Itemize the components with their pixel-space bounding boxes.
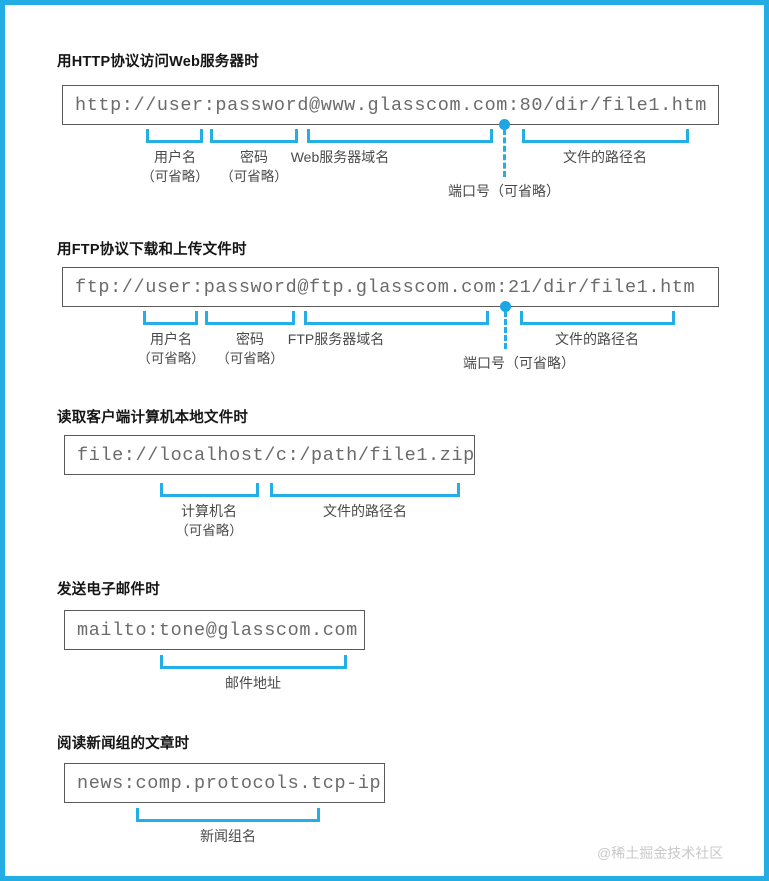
caption-label: 用户名 bbox=[150, 331, 192, 347]
bracket-http-username bbox=[146, 129, 203, 143]
caption-label: 密码 bbox=[236, 331, 264, 347]
caption-note: （可省略） bbox=[141, 169, 209, 184]
port-dot-ftp bbox=[500, 301, 511, 312]
caption-label: 用户名 bbox=[154, 149, 196, 165]
caption-label: 新闻组名 bbox=[200, 828, 256, 844]
port-dot-http bbox=[499, 119, 510, 130]
caption-http-password: 密码 （可省略） bbox=[194, 147, 314, 187]
caption-ftp-path: 文件的路径名 bbox=[527, 329, 667, 349]
bracket-http-password bbox=[210, 129, 298, 143]
caption-label: 邮件地址 bbox=[225, 675, 281, 691]
url-box-mailto[interactable]: mailto:tone@glasscom.com bbox=[64, 610, 365, 650]
url-text-ftp: ftp://user:password@ftp.glasscom.com:21/… bbox=[75, 276, 696, 298]
url-box-http[interactable]: http://user:password@www.glasscom.com:80… bbox=[62, 85, 719, 125]
bracket-ftp-path bbox=[520, 311, 675, 325]
caption-news-groupname: 新闻组名 bbox=[158, 826, 298, 846]
caption-note: （可省略） bbox=[137, 351, 205, 366]
bracket-ftp-domain bbox=[304, 311, 489, 325]
caption-ftp-username: 用户名 （可省略） bbox=[111, 329, 231, 369]
caption-label: Web服务器域名 bbox=[290, 149, 390, 165]
section-title-http: 用HTTP协议访问Web服务器时 bbox=[57, 54, 259, 70]
bracket-file-path bbox=[270, 483, 460, 497]
url-text-http: http://user:password@www.glasscom.com:80… bbox=[75, 94, 707, 116]
caption-http-domain: Web服务器域名 bbox=[280, 147, 400, 167]
url-text-news: news:comp.protocols.tcp-ip bbox=[77, 772, 382, 794]
bracket-http-domain bbox=[307, 129, 493, 143]
page-content: 用HTTP协议访问Web服务器时 http://user:password@ww… bbox=[5, 5, 764, 876]
caption-note: （可省略） bbox=[220, 169, 288, 184]
url-box-ftp[interactable]: ftp://user:password@ftp.glasscom.com:21/… bbox=[62, 267, 719, 307]
section-title-mailto: 发送电子邮件时 bbox=[57, 582, 160, 598]
section-title-news: 阅读新闻组的文章时 bbox=[57, 736, 190, 752]
bracket-mailto-address bbox=[160, 655, 347, 669]
caption-ftp-domain: FTP服务器域名 bbox=[266, 329, 406, 349]
caption-file-hostname: 计算机名 （可省略） bbox=[144, 501, 274, 541]
bracket-file-hostname bbox=[160, 483, 259, 497]
caption-http-port: 端口号（可省略） bbox=[414, 181, 594, 201]
caption-label: 端口号（可省略） bbox=[448, 183, 560, 199]
port-dash-http bbox=[503, 129, 506, 177]
url-text-mailto: mailto:tone@glasscom.com bbox=[77, 619, 358, 641]
caption-file-path: 文件的路径名 bbox=[295, 501, 435, 521]
caption-ftp-port: 端口号（可省略） bbox=[429, 353, 609, 373]
port-dash-ftp bbox=[504, 311, 507, 349]
section-title-ftp: 用FTP协议下载和上传文件时 bbox=[57, 242, 247, 258]
caption-label: 端口号（可省略） bbox=[463, 355, 575, 371]
url-text-file: file://localhost/c:/path/file1.zip bbox=[77, 444, 475, 466]
caption-note: （可省略） bbox=[175, 523, 243, 538]
caption-label: 计算机名 bbox=[181, 503, 237, 519]
caption-label: 文件的路径名 bbox=[555, 331, 639, 347]
caption-label: 文件的路径名 bbox=[563, 149, 647, 165]
section-title-file: 读取客户端计算机本地文件时 bbox=[57, 410, 249, 426]
caption-label: FTP服务器域名 bbox=[287, 331, 385, 347]
caption-http-username: 用户名 （可省略） bbox=[115, 147, 235, 187]
caption-http-path: 文件的路径名 bbox=[535, 147, 675, 167]
watermark: @稀土掘金技术社区 bbox=[597, 845, 724, 861]
url-box-news[interactable]: news:comp.protocols.tcp-ip bbox=[64, 763, 385, 803]
caption-mailto-address: 邮件地址 bbox=[183, 673, 323, 693]
caption-label: 文件的路径名 bbox=[323, 503, 407, 519]
bracket-http-path bbox=[522, 129, 689, 143]
caption-note: （可省略） bbox=[216, 351, 284, 366]
bracket-news-groupname bbox=[136, 808, 320, 822]
bracket-ftp-username bbox=[143, 311, 198, 325]
caption-ftp-password: 密码 （可省略） bbox=[190, 329, 310, 369]
caption-label: 密码 bbox=[240, 149, 268, 165]
bracket-ftp-password bbox=[205, 311, 295, 325]
url-box-file[interactable]: file://localhost/c:/path/file1.zip bbox=[64, 435, 475, 475]
